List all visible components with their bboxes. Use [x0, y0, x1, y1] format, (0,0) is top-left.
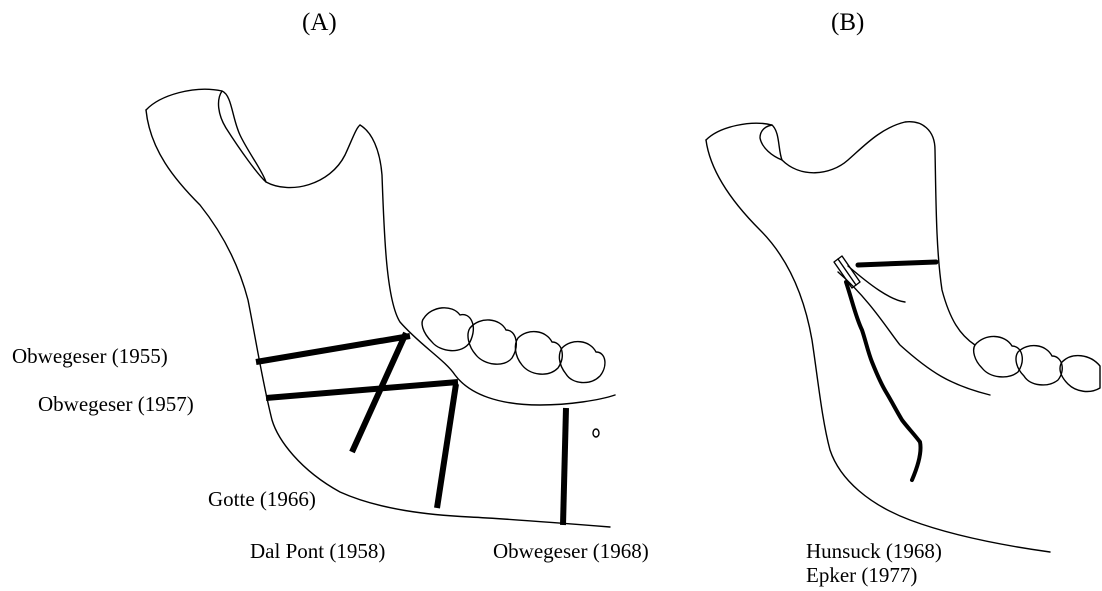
label-obwegeser-1955: Obwegeser (1955): [12, 346, 168, 367]
molar-b-2: [1016, 346, 1062, 385]
mandible-b-condyle-face: [760, 125, 782, 160]
molar-a-1: [422, 308, 473, 351]
mandible-a: [146, 89, 615, 527]
osteotomy-lines-b: [846, 262, 936, 480]
label-dal-pont-1958: Dal Pont (1958): [250, 541, 385, 562]
label-hunsuck-1968: Hunsuck (1968): [806, 541, 942, 562]
label-epker-1977: Epker (1977): [806, 565, 917, 586]
cut-line-hunsuck-epker: [846, 282, 921, 480]
mandible-b-posterior-border: [706, 140, 1050, 552]
mandible-a-sigmoid-notch: [266, 125, 360, 188]
mandible-a-posterior-border: [146, 110, 610, 527]
cut-line-dal-pont-1958: [437, 384, 456, 508]
molar-a-3: [515, 332, 562, 375]
mandible-b: [706, 122, 1100, 552]
label-gotte-1966: Gotte (1966): [208, 489, 316, 510]
molar-b-1: [974, 336, 1023, 376]
cut-line-horizontal-b: [858, 262, 936, 265]
mandible-b-sigmoid-and-anterior: [782, 122, 975, 345]
cut-line-obwegeser-1968: [563, 408, 566, 525]
molar-b-3: [1060, 356, 1100, 392]
molar-a-2: [468, 320, 516, 364]
cut-line-obwegeser-1955: [256, 336, 410, 362]
molar-a-4: [559, 342, 605, 383]
mental-foramen-a: [593, 429, 599, 437]
mandible-a-condyle-top: [146, 89, 222, 110]
mandible-a-condyle-face: [219, 91, 266, 182]
label-obwegeser-1957: Obwegeser (1957): [38, 394, 194, 415]
mandible-b-medial-contour: [838, 272, 990, 395]
label-obwegeser-1968: Obwegeser (1968): [493, 541, 649, 562]
cut-line-obwegeser-1957: [266, 382, 458, 398]
